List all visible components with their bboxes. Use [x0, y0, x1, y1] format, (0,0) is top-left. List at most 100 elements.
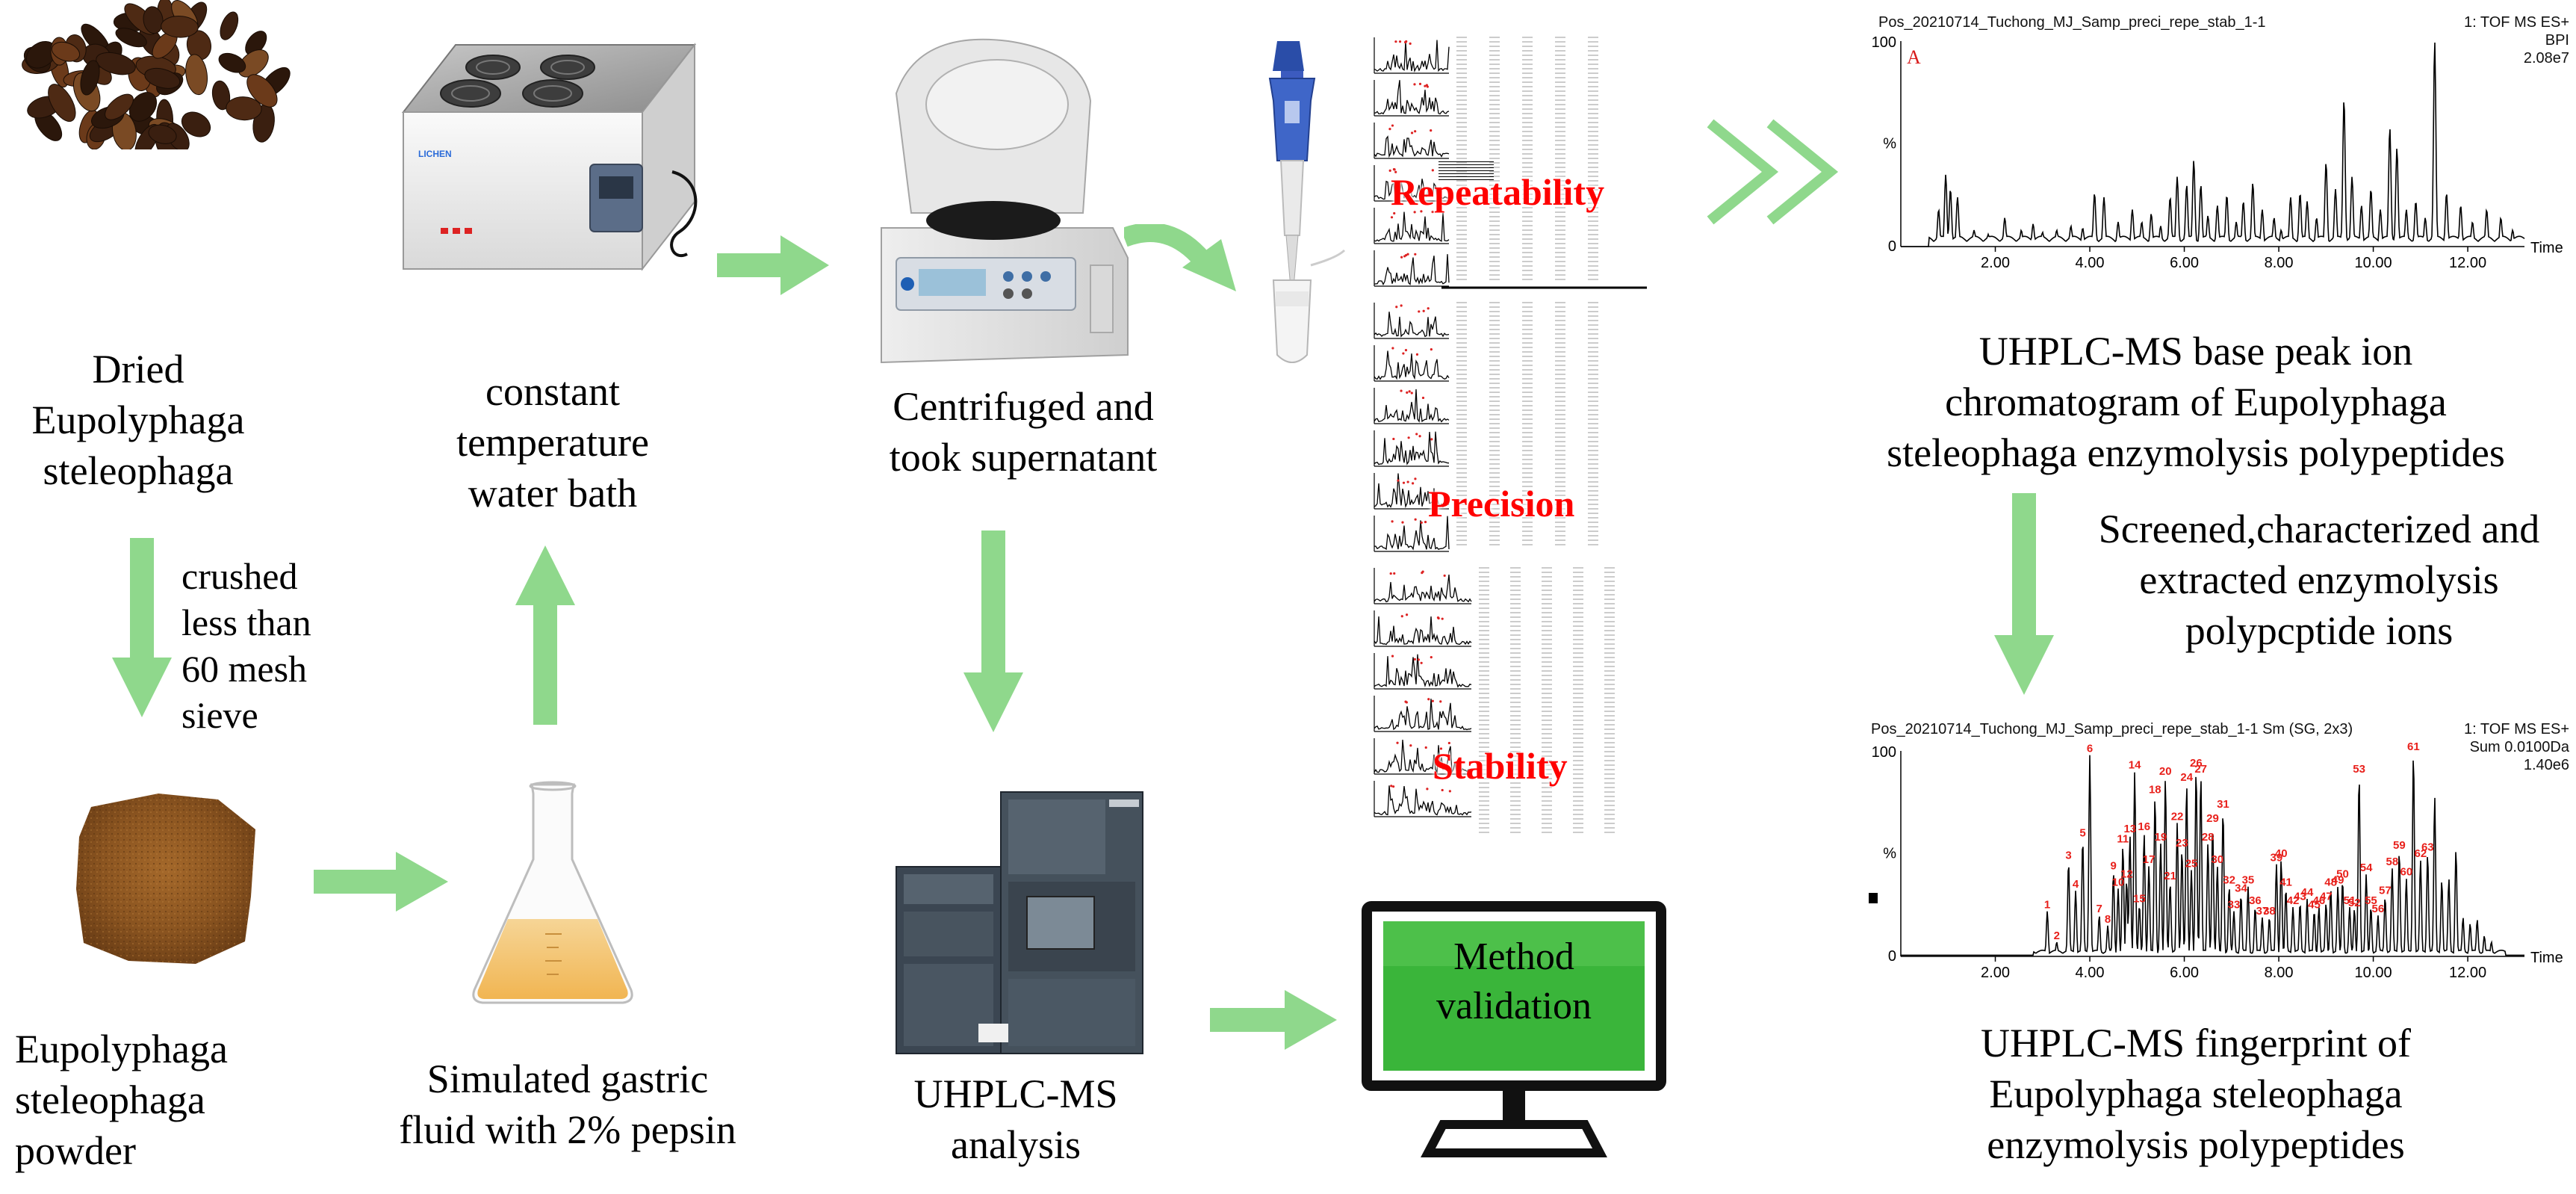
peak-number-label: 41	[2279, 876, 2292, 888]
peak-number-label: 13	[2123, 823, 2136, 835]
x-tick-label: 12.00	[2449, 965, 2486, 981]
peak-number-label: 8	[2105, 913, 2111, 926]
peak-number-label: 52	[2348, 897, 2361, 909]
x-tick-label: 12.00	[2449, 255, 2486, 271]
peak-number-label: 27	[2194, 763, 2207, 776]
y-tick-label: 0	[1888, 238, 1896, 255]
y-axis-label: %	[1883, 846, 1896, 862]
fingerprint-caption: UHPLC-MS fingerprint of Eupolyphaga stel…	[1981, 1021, 2411, 1167]
peak-number-label: 53	[2353, 763, 2365, 776]
right-arrow-powder	[314, 852, 448, 912]
peak-number-label: 26	[2190, 757, 2203, 770]
peak-number-label: 29	[2206, 812, 2219, 825]
monitor-image	[1362, 901, 1666, 1157]
peak-number-label: 15	[2133, 892, 2146, 905]
right-arrow-bath	[717, 235, 829, 295]
peak-number-label: 34	[2235, 882, 2247, 895]
peak-number-label: 33	[2228, 899, 2241, 912]
bpi-chromatogram: 100% 0 2.00 4.00 6.00 8.00 10.00 12.00 Time A	[1872, 34, 2563, 271]
method-validation-label: Method validation	[1436, 935, 1592, 1027]
peak-number-label: 2	[2054, 929, 2060, 942]
peak-number-label: 58	[2386, 856, 2399, 868]
x-tick-label: 10.00	[2355, 965, 2392, 981]
peak-number-label: 19	[2155, 831, 2167, 844]
peak-number-label: 5	[2079, 826, 2085, 839]
peak-number-label: 36	[2249, 894, 2262, 907]
peak-number-label: 7	[2097, 903, 2102, 915]
fingerprint-chart-title: Pos_20210714_Tuchong_MJ_Samp_preci_repe_…	[1871, 721, 2353, 737]
peak-number-label: 17	[2143, 853, 2156, 866]
down-arrow-3	[963, 531, 1023, 732]
stability-label: Stability	[1433, 745, 1568, 787]
x-tick-label: 4.00	[2076, 255, 2105, 271]
bpi-chart-info-1: 1: TOF MS ES+	[2464, 14, 2569, 31]
peak-number-label: 35	[2242, 874, 2255, 887]
bpi-caption: UHPLC-MS base peak ion chromatogram of E…	[1887, 329, 2505, 475]
screened-label: Screened,characterized and extracted enz…	[2098, 507, 2540, 653]
peak-number-label: 38	[2263, 905, 2276, 918]
flask-image	[472, 781, 633, 1004]
x-tick-label: 6.00	[2170, 255, 2199, 271]
peak-number-label: 21	[2164, 870, 2176, 882]
peak-number-label: 45	[2308, 899, 2321, 912]
peak-number-label: 59	[2393, 839, 2406, 852]
uhplc-ms-instrument-image	[896, 791, 1143, 1054]
y-tick-label: 100	[1872, 34, 1896, 51]
panel-letter: A	[1907, 46, 1921, 68]
centrifuge-image	[881, 38, 1129, 364]
water-bath-image: LICHEN	[401, 43, 698, 271]
y-axis-label: %	[1883, 136, 1896, 152]
up-arrow-2	[515, 545, 575, 725]
peak-number-label: 20	[2159, 765, 2172, 778]
analysis-label: UHPLC-MS analysis	[913, 1071, 1118, 1167]
peak-number-label: 50	[2336, 867, 2349, 880]
peak-number-label: 39	[2271, 851, 2283, 864]
precision-label: Precision	[1428, 483, 1575, 525]
bpi-chart-title: Pos_20210714_Tuchong_MJ_Samp_preci_repe_…	[1878, 14, 2266, 31]
powder-image	[76, 794, 255, 964]
peak-number-label: 10	[2112, 876, 2125, 888]
peak-number-label: 6	[2087, 743, 2093, 755]
x-tick-label: 10.00	[2355, 255, 2392, 271]
x-axis-unit: Time	[2530, 950, 2563, 966]
down-arrow-4	[1994, 493, 2054, 695]
peak-number-label: 18	[2149, 784, 2161, 796]
right-arrow-analysis	[1210, 990, 1337, 1050]
peak-number-label: 51	[2344, 894, 2356, 907]
peak-number-label: 4	[2073, 878, 2079, 891]
powder-label: Eupolyphaga steleophaga powder	[15, 1027, 228, 1173]
peak-number-label: 60	[2400, 866, 2413, 879]
peak-number-label: 14	[2129, 759, 2141, 772]
x-tick-label: 4.00	[2076, 965, 2105, 981]
chromatogram-trace	[1901, 755, 2524, 956]
down-arrow-1	[112, 538, 172, 717]
gastric-label: Simulated gastric fluid with 2% pepsin	[399, 1057, 736, 1152]
peak-number-label: 40	[2275, 847, 2288, 860]
peak-number-label: 3	[2065, 850, 2071, 862]
peak-number-label: 43	[2294, 891, 2306, 903]
pipette-image	[1268, 41, 1346, 363]
x-axis-unit: Time	[2530, 240, 2563, 256]
peak-number-label: 23	[2176, 837, 2188, 850]
peak-number-label: 37	[2256, 905, 2269, 918]
y-tick-label: 0	[1888, 948, 1896, 965]
svg-text:LICHEN: LICHEN	[418, 149, 452, 159]
x-tick-label: 8.00	[2265, 965, 2294, 981]
x-tick-label: 2.00	[1981, 965, 2010, 981]
peak-number-label: 46	[2312, 894, 2325, 907]
peak-number-label: 44	[2301, 886, 2314, 899]
double-chevron-arrow	[1707, 119, 1839, 225]
peak-number-label: 56	[2372, 903, 2385, 915]
peak-number-label: 49	[2332, 874, 2344, 887]
x-tick-label: 2.00	[1981, 255, 2010, 271]
bpi-chart-info-3: 2.08e7	[2523, 50, 2569, 66]
peak-number-label: 24	[2180, 771, 2193, 784]
fingerprint-chart-info-2: Sum 0.0100Da	[2469, 739, 2569, 755]
crushed-label: crushed less than 60 mesh sieve	[181, 555, 311, 736]
x-tick-label: 8.00	[2265, 255, 2294, 271]
chromatogram-trace	[1901, 42, 2525, 247]
peak-number-label: 63	[2421, 841, 2434, 854]
legend-marker	[1869, 893, 1878, 903]
peak-number-label: 47	[2320, 891, 2333, 903]
peak-number-label: 57	[2379, 884, 2392, 897]
